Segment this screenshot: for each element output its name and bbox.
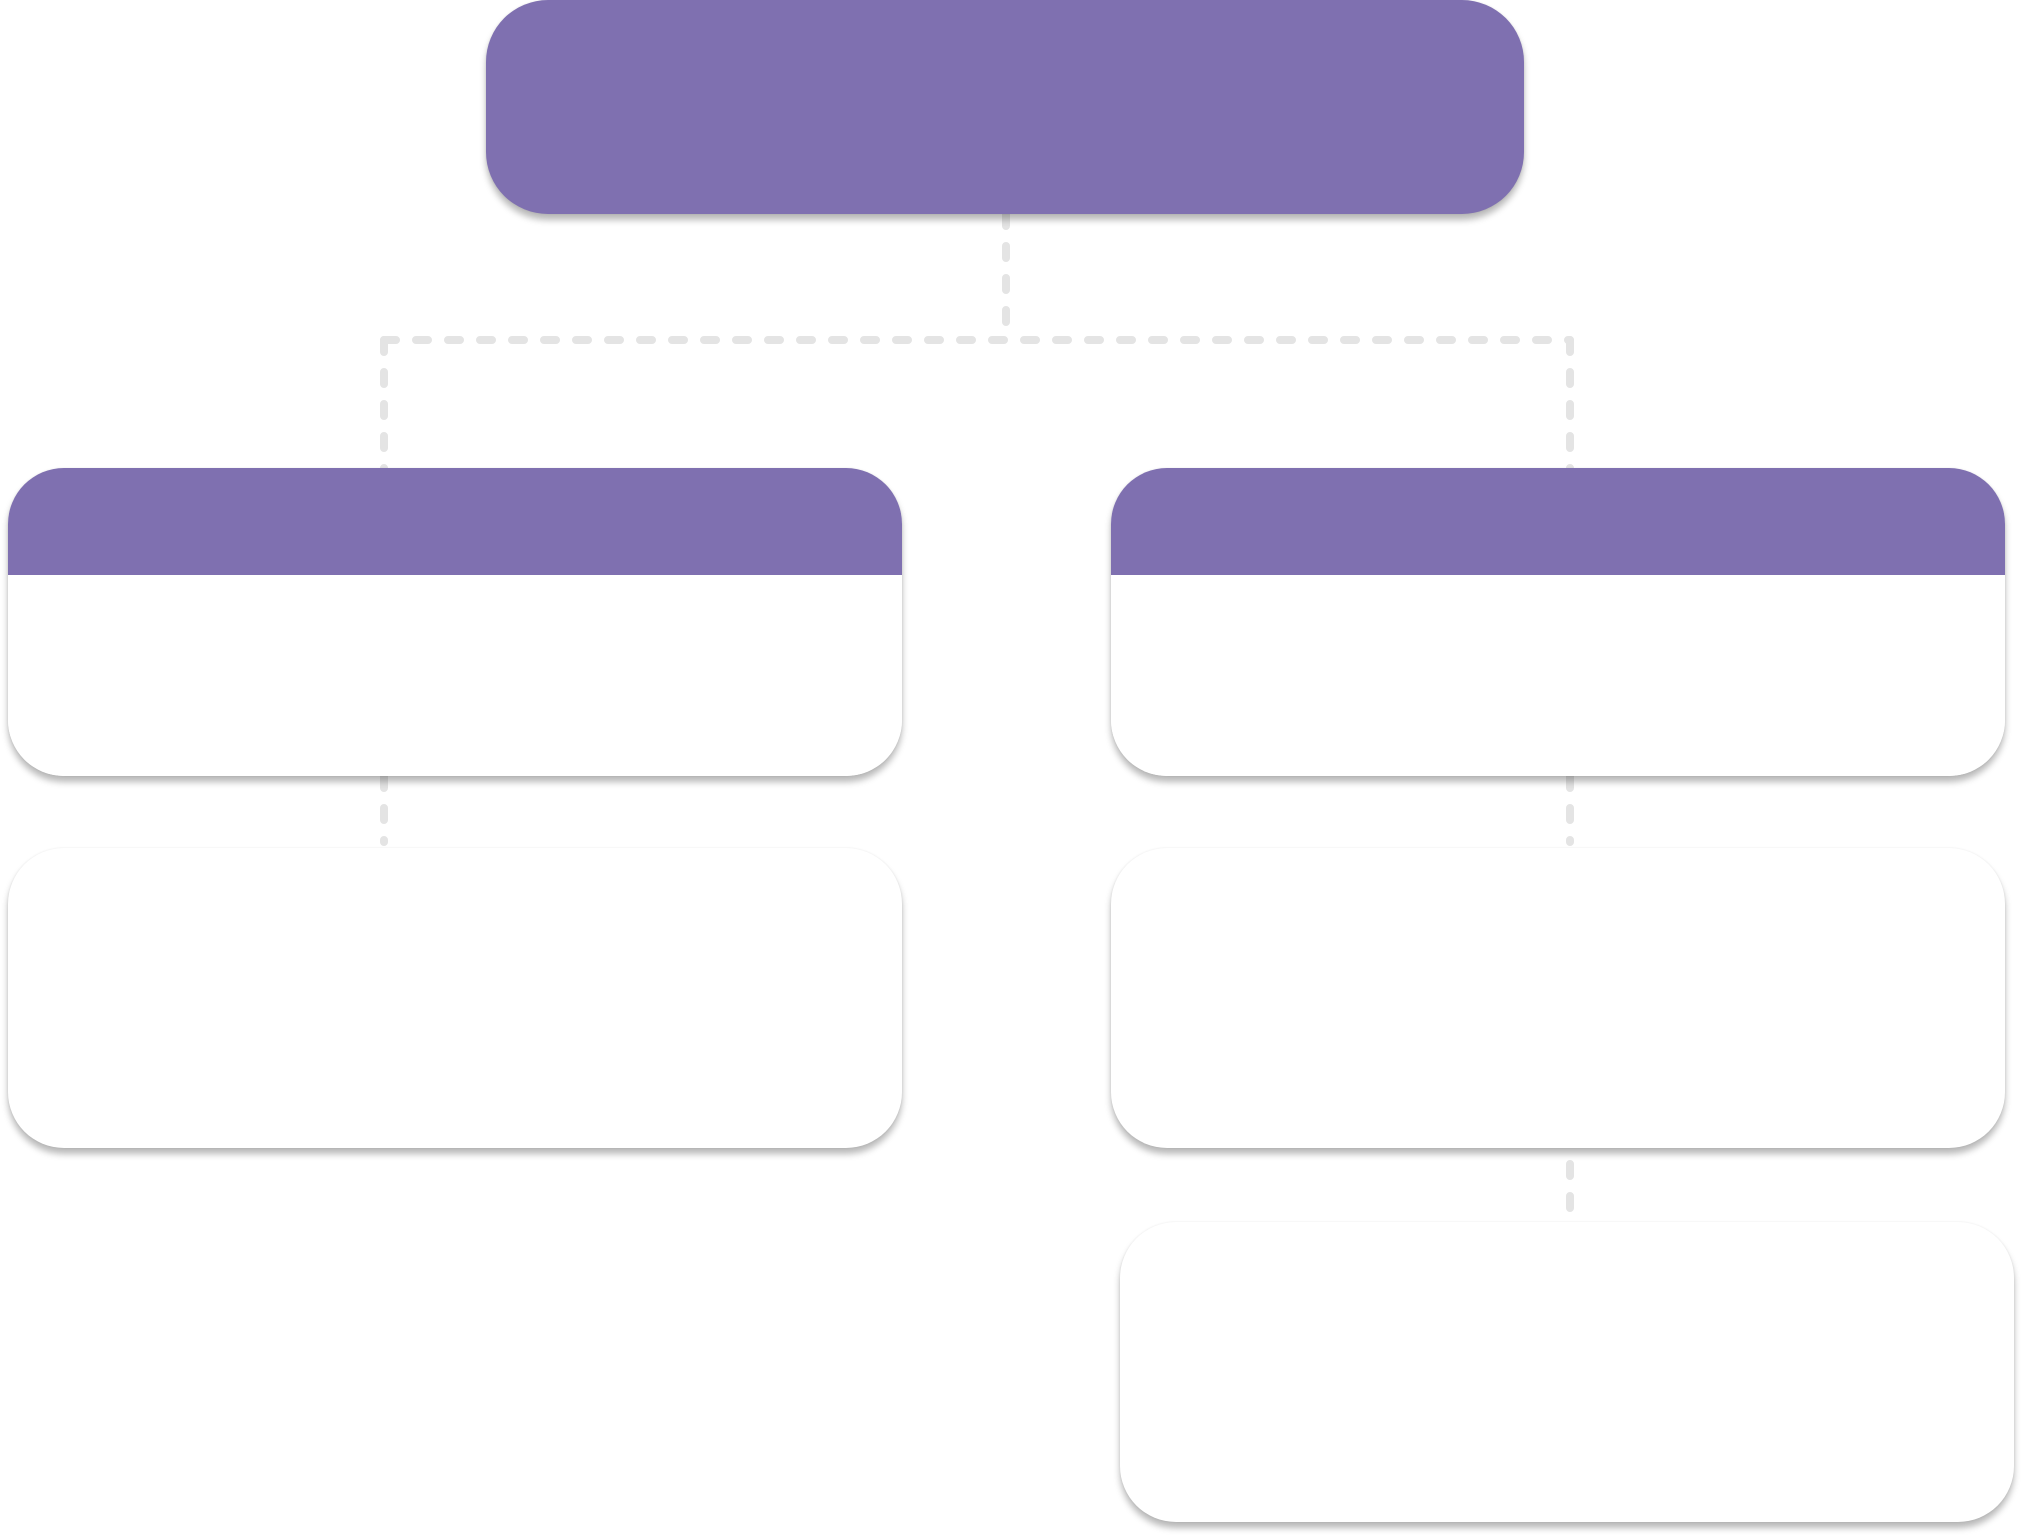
card-right: [1111, 468, 2005, 776]
card-left: [8, 468, 902, 776]
card-left-header: [8, 468, 902, 575]
plain-box-bottom: [1120, 1222, 2014, 1522]
card-left-body: [8, 575, 902, 776]
plain-box-right: [1111, 848, 2005, 1148]
card-right-body: [1111, 575, 2005, 776]
card-right-header: [1111, 468, 2005, 575]
root-node: [486, 0, 1524, 214]
plain-box-left: [8, 848, 902, 1148]
